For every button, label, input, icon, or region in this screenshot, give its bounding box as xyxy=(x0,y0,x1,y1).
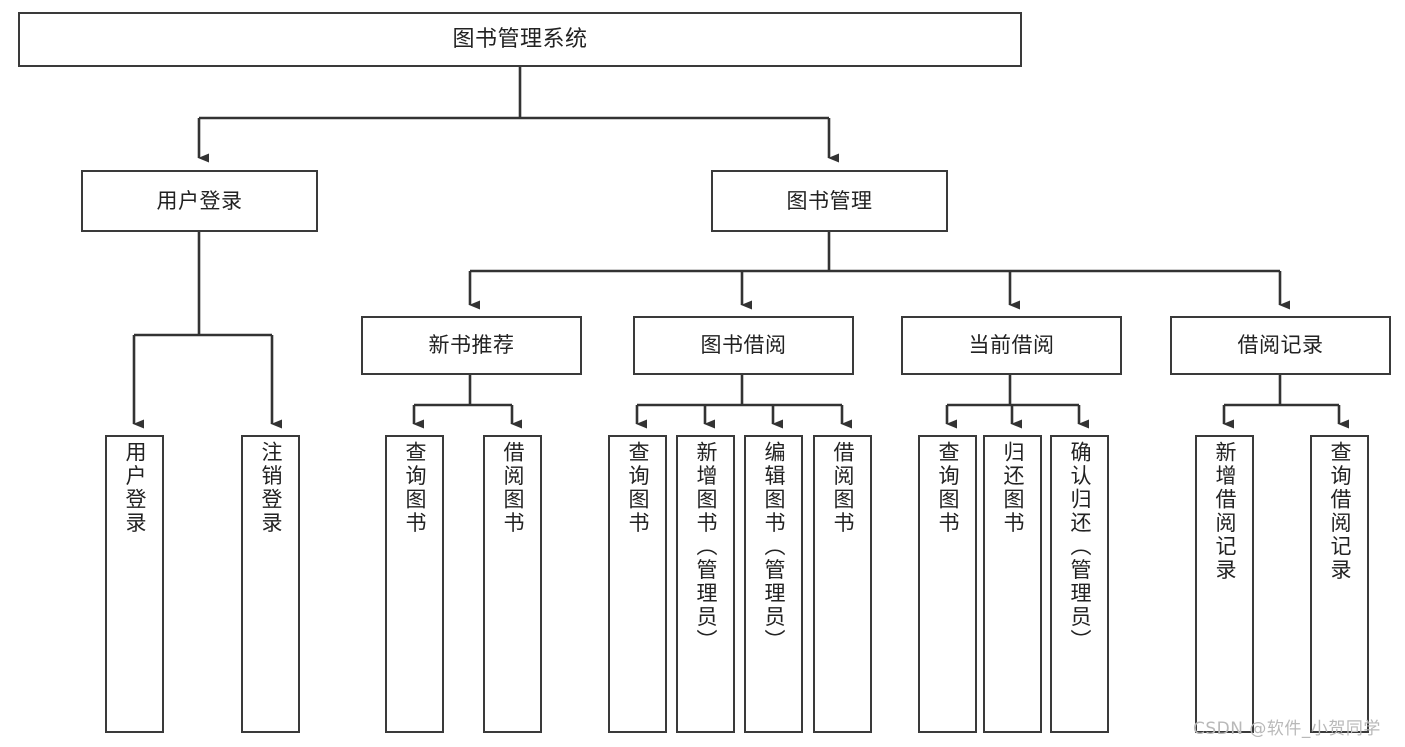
node-root-system[interactable]: 图书管理系统 xyxy=(18,12,1022,67)
node-current-borrow[interactable]: 当前借阅 xyxy=(901,316,1122,375)
leaf-query-book-current[interactable]: 查询图书 xyxy=(918,435,977,733)
leaf-confirm-return-admin[interactable]: 确认归还（管理员） xyxy=(1050,435,1109,733)
node-label: 图书借阅 xyxy=(700,333,787,358)
node-label: 归还图书 xyxy=(1001,441,1025,535)
leaf-edit-book-admin[interactable]: 编辑图书（管理员） xyxy=(744,435,803,733)
node-label: 当前借阅 xyxy=(968,333,1055,358)
leaf-borrow-book[interactable]: 借阅图书 xyxy=(813,435,872,733)
node-label: 查询图书 xyxy=(403,441,427,535)
leaf-query-book-newbook[interactable]: 查询图书 xyxy=(385,435,444,733)
csdn-watermark: CSDN @软件_小贺同学 xyxy=(1193,719,1381,739)
node-label: 注销登录 xyxy=(259,441,283,535)
node-user-login[interactable]: 用户登录 xyxy=(81,170,318,232)
leaf-user-login[interactable]: 用户登录 xyxy=(105,435,164,733)
node-label: 查询图书 xyxy=(936,441,960,535)
leaf-return-book[interactable]: 归还图书 xyxy=(983,435,1042,733)
node-label: 借阅记录 xyxy=(1237,333,1324,358)
leaf-add-book-admin[interactable]: 新增图书（管理员） xyxy=(676,435,735,733)
node-label: 新增借阅记录 xyxy=(1213,441,1237,582)
node-label: 用户登录 xyxy=(123,441,147,535)
node-label: 编辑图书（管理员） xyxy=(762,441,786,653)
node-book-management[interactable]: 图书管理 xyxy=(711,170,948,232)
node-label: 图书管理系统 xyxy=(452,26,588,52)
leaf-borrow-book-newbook[interactable]: 借阅图书 xyxy=(483,435,542,733)
leaf-query-book-borrow[interactable]: 查询图书 xyxy=(608,435,667,733)
leaf-logout[interactable]: 注销登录 xyxy=(241,435,300,733)
node-label: 图书管理 xyxy=(786,188,873,213)
node-label: 新增图书（管理员） xyxy=(694,441,718,653)
node-label: 借阅图书 xyxy=(501,441,525,535)
node-label: 查询图书 xyxy=(626,441,650,535)
node-book-borrow[interactable]: 图书借阅 xyxy=(633,316,854,375)
node-label: 查询借阅记录 xyxy=(1328,441,1352,582)
node-label: 借阅图书 xyxy=(831,441,855,535)
leaf-add-borrow-record[interactable]: 新增借阅记录 xyxy=(1195,435,1254,733)
node-label: 用户登录 xyxy=(156,188,243,213)
node-borrow-records[interactable]: 借阅记录 xyxy=(1170,316,1391,375)
node-label: 确认归还（管理员） xyxy=(1068,441,1092,653)
node-new-book-recommend[interactable]: 新书推荐 xyxy=(361,316,582,375)
leaf-query-borrow-record[interactable]: 查询借阅记录 xyxy=(1310,435,1369,733)
node-label: 新书推荐 xyxy=(428,333,515,358)
